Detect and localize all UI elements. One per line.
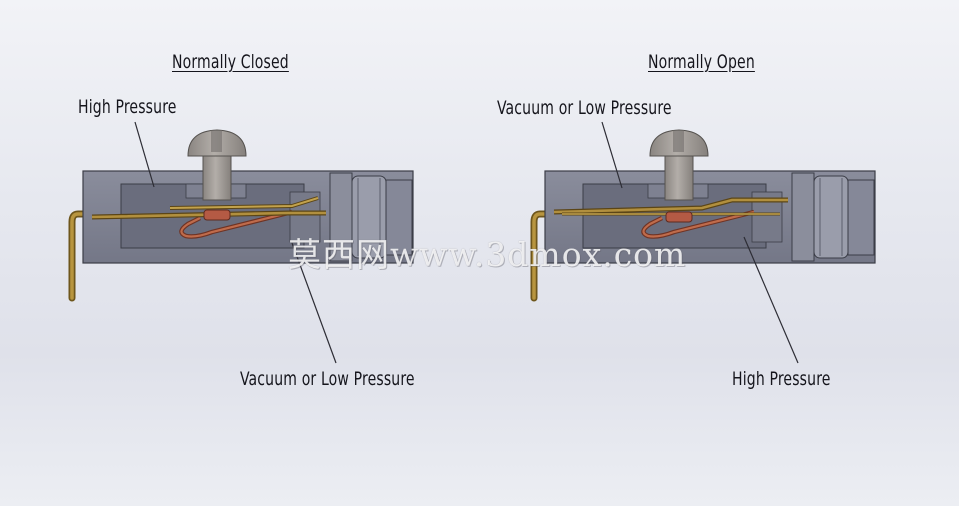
normally-closed-bottom-label: Vacuum or Low Pressure — [240, 368, 415, 390]
normally-closed-top-label: High Pressure — [78, 96, 177, 118]
normally-open-switch — [534, 121, 875, 364]
normally-closed-switch — [72, 121, 413, 364]
watermark-text: 莫西网www.3dmox.com — [288, 235, 687, 274]
normally-open-title: Normally Open — [648, 51, 755, 73]
normally-open-bottom-label: High Pressure — [732, 368, 831, 390]
normally-open-top-label: Vacuum or Low Pressure — [497, 97, 672, 119]
normally-closed-title: Normally Closed — [172, 51, 289, 73]
